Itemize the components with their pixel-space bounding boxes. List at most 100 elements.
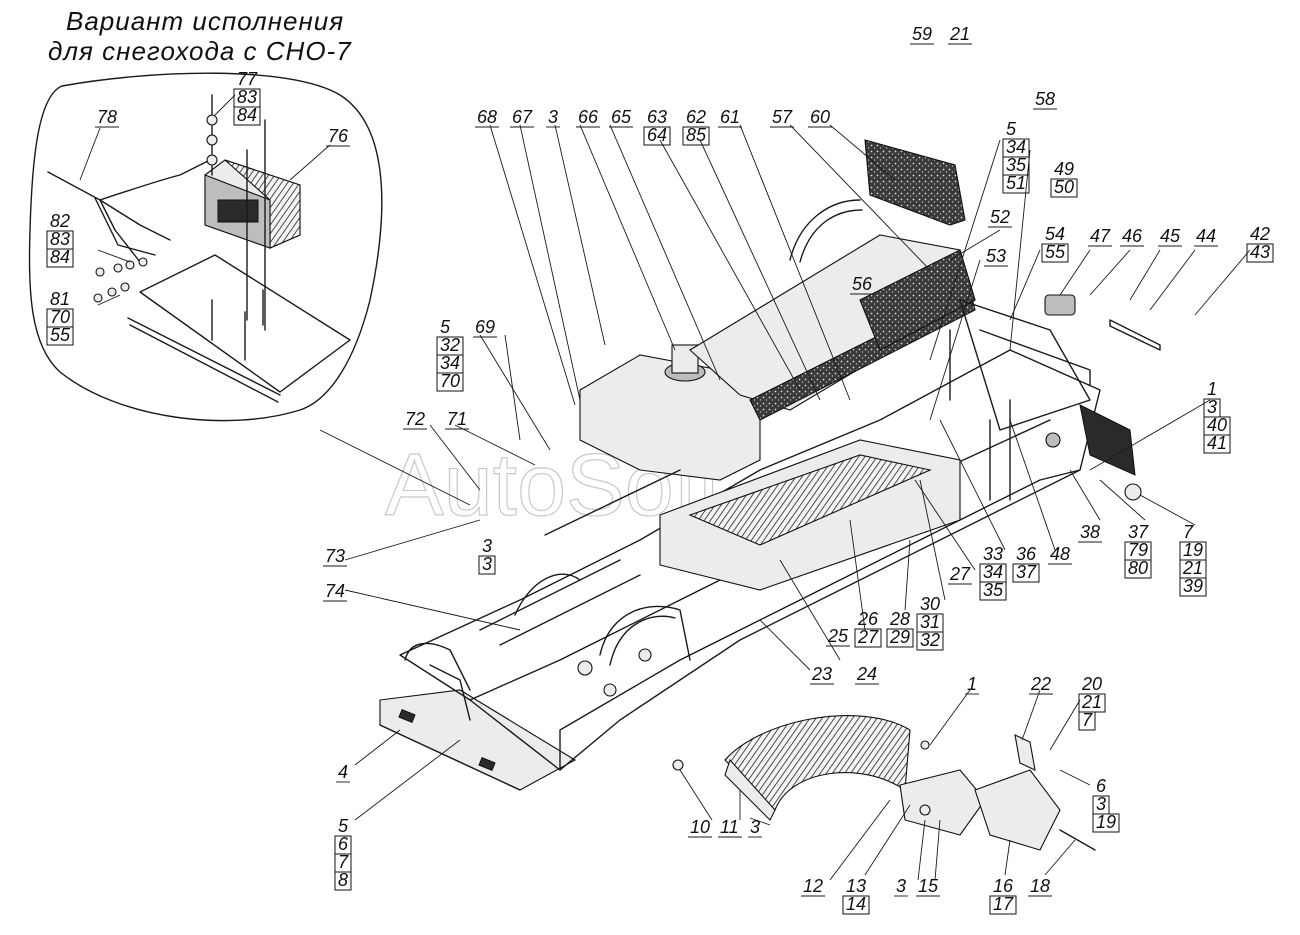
callout-c71-number-0: 71 xyxy=(447,409,467,429)
callout-c46: 46 xyxy=(1120,226,1144,247)
callout-c5b-number-2: 34 xyxy=(440,353,460,373)
callout-c30-number-0: 30 xyxy=(920,594,940,614)
callout-c66: 66 xyxy=(576,107,600,128)
callout-c42-number-1: 43 xyxy=(1250,242,1270,262)
callout-c52-number-0: 52 xyxy=(990,207,1010,227)
callout-c1b-number-0: 1 xyxy=(967,674,977,694)
callout-c69-number-0: 69 xyxy=(475,317,495,337)
callout-c27: 27 xyxy=(948,564,972,585)
callout-c62-number-1: 85 xyxy=(686,125,707,145)
callout-c73-number-0: 73 xyxy=(325,546,345,566)
callout-c11-number-0: 11 xyxy=(720,817,739,837)
callout-c3a-number-0: 3 xyxy=(548,107,558,127)
callout-box xyxy=(1179,577,1207,597)
mudflap xyxy=(724,715,911,811)
callout-c66-number-0: 66 xyxy=(578,107,599,127)
callout-c16-number-0: 16 xyxy=(993,876,1014,896)
callout-c5a-number-1: 34 xyxy=(1006,137,1026,157)
callout-box xyxy=(916,631,944,651)
callout-c81-number-2: 55 xyxy=(50,325,71,345)
callout-c5c-number-1: 6 xyxy=(338,834,349,854)
callout-box xyxy=(436,372,464,392)
callout-c54-number-0: 54 xyxy=(1045,224,1065,244)
title-line-1: Вариант исполнения xyxy=(66,6,344,36)
callout-c76: 76 xyxy=(326,126,350,147)
callout-c68-number-0: 68 xyxy=(477,107,497,127)
callout-c78: 78 xyxy=(95,107,119,128)
callout-c63-number-0: 63 xyxy=(647,107,667,127)
callout-c59: 59 xyxy=(910,24,934,45)
callout-box xyxy=(46,248,74,268)
callout-c24-number-0: 24 xyxy=(856,664,877,684)
callout-c7-number-1: 19 xyxy=(1183,540,1203,560)
callout-box xyxy=(1246,243,1274,263)
callout-c56-number-0: 56 xyxy=(852,274,873,294)
callout-c82-number-0: 82 xyxy=(50,211,70,231)
callout-box xyxy=(334,871,352,891)
callout-c13-number-1: 14 xyxy=(846,894,866,914)
callout-c5a-number-3: 51 xyxy=(1006,173,1026,193)
callout-c25: 25 xyxy=(826,626,850,647)
battery-variant-inset xyxy=(28,72,471,506)
callout-c18-number-0: 18 xyxy=(1030,876,1050,896)
callout-box xyxy=(979,581,1007,601)
battery xyxy=(204,159,301,249)
callout-c72-number-0: 72 xyxy=(405,409,425,429)
callout-c3c: 3 xyxy=(748,817,762,838)
callout-c74: 74 xyxy=(323,581,347,602)
callout-box xyxy=(233,106,261,126)
callout-c61: 61 xyxy=(718,107,742,128)
callout-c78-number-0: 78 xyxy=(97,107,117,127)
callout-c22-number-0: 22 xyxy=(1030,674,1051,694)
callout-c28-number-0: 28 xyxy=(889,609,910,629)
callout-box xyxy=(682,126,710,146)
callout-box xyxy=(989,895,1017,915)
callout-box xyxy=(46,326,74,346)
callout-box xyxy=(643,126,671,146)
callout-c7-number-2: 21 xyxy=(1182,558,1203,578)
callout-c56: 56 xyxy=(850,274,874,295)
callout-c22: 22 xyxy=(1029,674,1053,695)
callout-c36-number-1: 37 xyxy=(1016,562,1037,582)
callout-c30-number-1: 31 xyxy=(920,612,940,632)
callout-c23-number-0: 23 xyxy=(811,664,832,684)
callout-c1a-number-3: 41 xyxy=(1207,433,1227,453)
callout-c18: 18 xyxy=(1028,876,1052,897)
callout-c47-number-0: 47 xyxy=(1090,226,1111,246)
callout-c26-number-0: 26 xyxy=(857,609,879,629)
callout-c57: 57 xyxy=(770,107,794,128)
callout-box xyxy=(1124,559,1152,579)
snowmobile-body xyxy=(379,139,1161,791)
callout-c1a-number-0: 1 xyxy=(1207,379,1217,399)
callout-c27-number-0: 27 xyxy=(949,564,971,584)
callout-c20-number-1: 21 xyxy=(1081,692,1102,712)
callout-c3d-number-0: 3 xyxy=(896,876,906,896)
callout-c3b-number-0: 3 xyxy=(482,536,492,556)
callout-c60: 60 xyxy=(808,107,832,128)
callout-c25-number-0: 25 xyxy=(827,626,849,646)
callout-box xyxy=(1078,711,1096,731)
callout-c72: 72 xyxy=(403,409,427,430)
callout-c3b: 33 xyxy=(478,536,496,575)
callout-c82-number-1: 83 xyxy=(50,229,70,249)
callout-c33-number-2: 35 xyxy=(983,580,1004,600)
callout-c58: 58 xyxy=(1033,89,1057,110)
callout-box xyxy=(478,555,496,575)
callout-c5a-number-0: 5 xyxy=(1006,119,1017,139)
callout-c4-number-0: 4 xyxy=(338,762,348,782)
callout-c44: 44 xyxy=(1194,226,1218,247)
callout-c77-number-0: 77 xyxy=(237,69,258,89)
callout-c67-number-0: 67 xyxy=(512,107,533,127)
callout-c6-number-0: 6 xyxy=(1096,776,1107,796)
callout-c36-number-0: 36 xyxy=(1016,544,1037,564)
